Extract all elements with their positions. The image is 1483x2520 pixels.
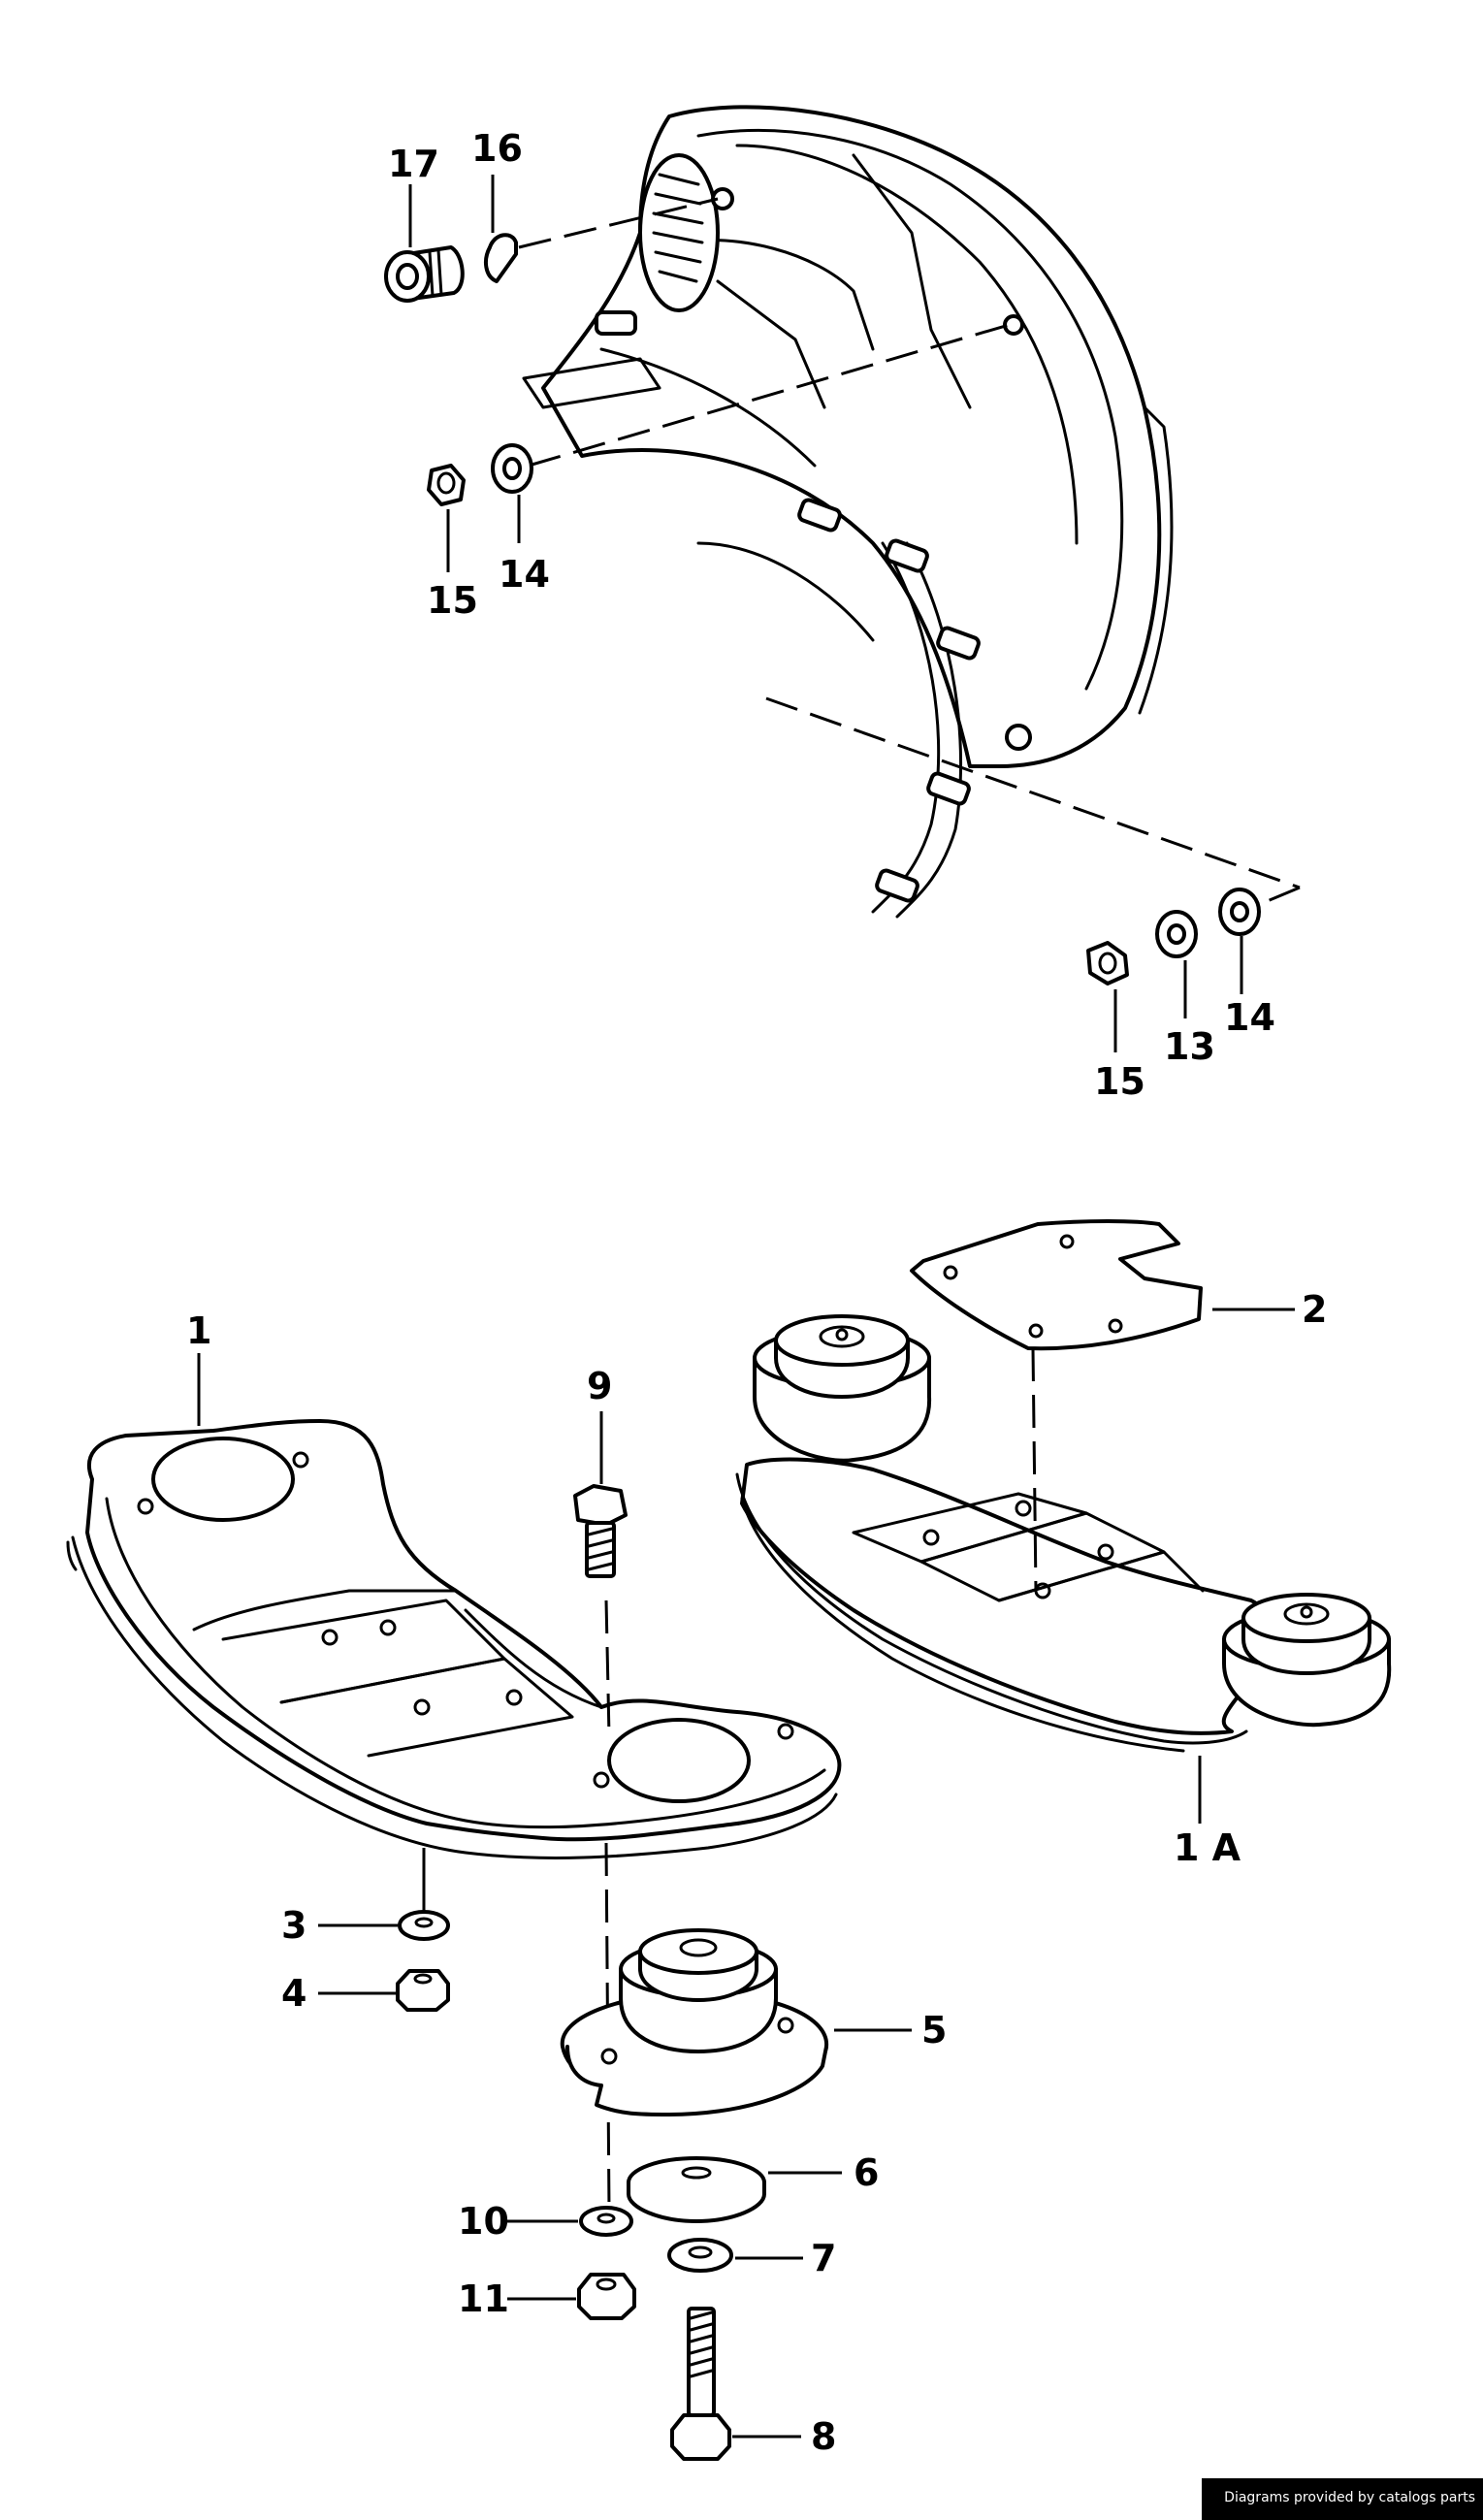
callout-10: 10	[458, 2200, 509, 2243]
rubber-mount-part-5	[560, 1928, 829, 2116]
callout-14-upper: 14	[499, 553, 550, 596]
washer-part-3	[398, 1910, 450, 1941]
nut-part-11	[577, 2273, 636, 2320]
callout-labels: 17 16 15 14 15 13 14 1 9 2 1 A 3 4 5 6 7…	[186, 127, 1327, 2458]
bushing-part-17	[384, 245, 465, 303]
nut-part-15-upper	[427, 464, 466, 506]
crossmember-part-1a	[735, 1314, 1392, 1753]
callout-9: 9	[587, 1365, 612, 1407]
callout-13: 13	[1164, 1025, 1215, 1068]
credit-banner: Diagrams provided by catalogs parts	[1202, 2478, 1483, 2520]
callout-15-lower: 15	[1094, 1060, 1145, 1103]
rubber-pad-part-6	[627, 2156, 766, 2223]
callout-3: 3	[281, 1904, 306, 1947]
transmission-housing	[522, 105, 1174, 919]
callout-15-upper: 15	[427, 579, 478, 622]
callout-7: 7	[811, 2237, 836, 2279]
washer-part-14-lower	[1218, 888, 1261, 936]
dash-line-lower-right	[765, 696, 1301, 889]
washer-part-14-upper	[491, 443, 533, 494]
washer-part-10	[579, 2206, 633, 2237]
clip-part-16	[483, 233, 518, 283]
bolt-part-8	[670, 2307, 731, 2461]
dash-line-2	[1031, 1347, 1038, 1592]
credit-text: Diagrams provided by catalogs parts	[1224, 2490, 1475, 2505]
washer-part-13	[1155, 910, 1198, 958]
callout-2: 2	[1302, 1288, 1327, 1331]
dash-line-14-upper	[528, 323, 1010, 468]
nut-part-15-lower	[1086, 941, 1129, 985]
dash-line-center	[604, 1842, 611, 2213]
callout-14-lower: 14	[1224, 996, 1275, 1039]
callout-4: 4	[281, 1972, 306, 2015]
callout-1: 1	[186, 1309, 211, 1352]
callout-11: 11	[458, 2278, 509, 2320]
dash-line-9	[604, 1599, 611, 1737]
nut-part-4	[396, 1969, 450, 2012]
bolt-part-9	[573, 1484, 628, 1578]
callout-1a: 1 A	[1174, 1826, 1241, 1869]
dash-line-16	[518, 197, 719, 249]
plate-part-2	[910, 1219, 1203, 1351]
housing-studs	[595, 310, 981, 903]
washer-part-7	[667, 2238, 733, 2273]
callout-8: 8	[811, 2415, 836, 2458]
callout-5: 5	[921, 2009, 947, 2052]
callout-6: 6	[854, 2151, 879, 2194]
crossmember-part-1	[66, 1419, 842, 1859]
callout-16: 16	[471, 127, 523, 170]
callout-17: 17	[388, 143, 439, 185]
